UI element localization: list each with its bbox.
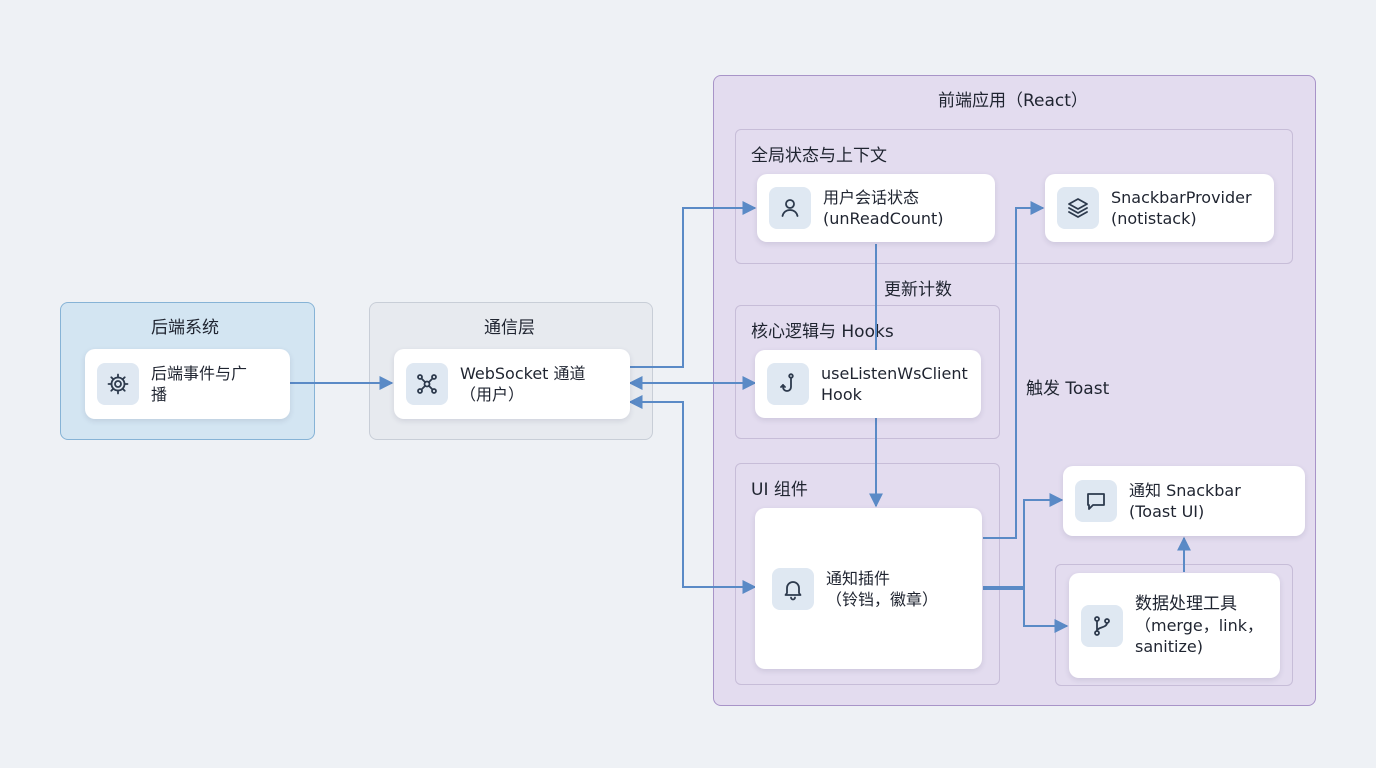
backend-events-text: 后端事件与广 播 [151, 364, 248, 404]
snackbar-provider-text: SnackbarProvider (notistack) [1111, 188, 1252, 228]
user-icon [769, 187, 811, 229]
backend-events-node[interactable]: 后端事件与广 播 [85, 349, 290, 419]
user-session-node[interactable]: 用户会话状态 (unReadCount) [757, 174, 995, 242]
edge-plugin-to-tools [983, 588, 1069, 633]
websocket-text: WebSocket 通道 （用户） [460, 364, 586, 404]
bell-icon [772, 567, 814, 610]
gear-icon [97, 363, 139, 405]
update-count-label: 更新计数 [884, 280, 952, 300]
hook-icon [767, 363, 809, 405]
notification-plugin-text: 通知插件 （铃铛，徽章） [826, 568, 939, 609]
data-tools-text: 数据处理工具 （merge，link， sanitize) [1135, 594, 1264, 656]
core-logic-title: 核心逻辑与 Hooks [751, 322, 894, 342]
trigger-toast-label: 触发 Toast [1026, 379, 1110, 399]
git-branch-icon [1081, 604, 1123, 647]
network-icon [406, 363, 448, 405]
edge-websocket-plugin [628, 395, 757, 594]
frontend-app-title: 前端应用（React） [938, 91, 1088, 111]
layers-icon [1057, 187, 1099, 229]
use-listen-hook-text: useListenWsClient Hook [821, 364, 968, 404]
notification-snackbar-node[interactable]: 通知 Snackbar (Toast UI) [1063, 466, 1305, 536]
global-state-group: 全局状态与上下文 [735, 129, 1293, 264]
user-session-text: 用户会话状态 (unReadCount) [823, 188, 944, 228]
edge-websocket-to-session [630, 201, 757, 368]
communication-layer-title: 通信层 [484, 318, 535, 338]
snackbar-provider-node[interactable]: SnackbarProvider (notistack) [1045, 174, 1274, 242]
notification-snackbar-text: 通知 Snackbar (Toast UI) [1129, 481, 1241, 521]
edge-plugin-to-snackbar [983, 493, 1064, 588]
global-state-title: 全局状态与上下文 [751, 146, 887, 166]
use-listen-hook-node[interactable]: useListenWsClient Hook [755, 350, 981, 418]
message-icon [1075, 480, 1117, 522]
core-logic-group: 核心逻辑与 Hooks [735, 305, 1000, 439]
websocket-node[interactable]: WebSocket 通道 （用户） [394, 349, 630, 419]
notification-plugin-node[interactable]: 通知插件 （铃铛，徽章） [755, 508, 982, 669]
ui-components-title: UI 组件 [751, 480, 808, 500]
edge-plugin-to-provider [983, 201, 1045, 539]
backend-system-title: 后端系统 [151, 318, 219, 338]
data-tools-node[interactable]: 数据处理工具 （merge，link， sanitize) [1069, 573, 1280, 678]
